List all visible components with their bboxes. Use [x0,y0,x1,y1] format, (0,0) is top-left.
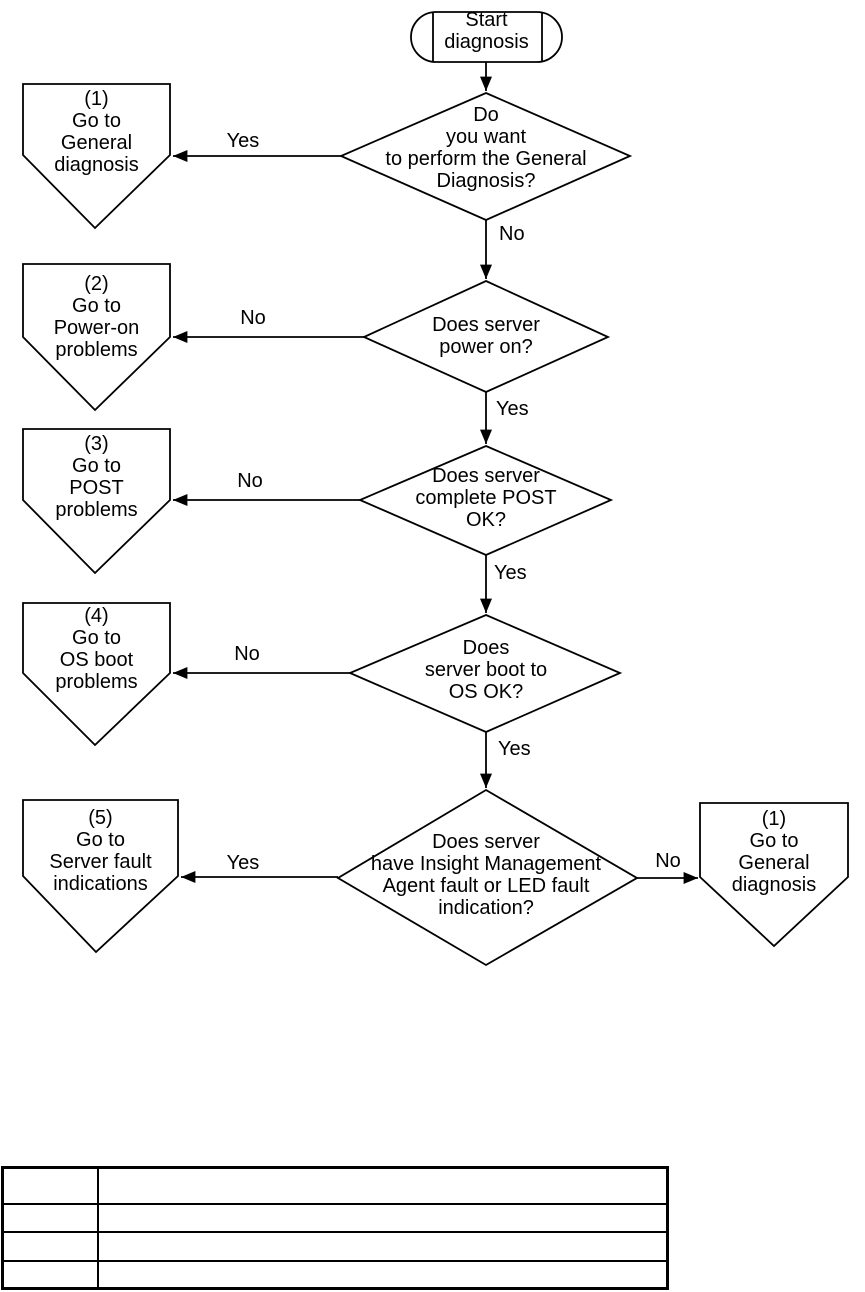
connector-1-shape [22,83,171,230]
connector-4-shape [22,602,171,747]
connector-1-label: (1) Go to General diagnosis [54,88,139,176]
edge-label-d4-yes: Yes [498,738,531,760]
decision-1-shape [338,92,633,221]
decision-5-label: Does server have Insight Management Agen… [370,831,602,919]
start-label: Start diagnosis [444,9,529,53]
legend-table [1,1166,669,1290]
connector-6-label: (1) Go to General diagnosis [731,808,817,896]
edge-label-d5-no: No [655,850,681,872]
edge-label-d1-no: No [499,223,525,245]
table-cell-r1-c0 [1,1203,99,1233]
decision-2-shape [361,280,611,393]
connector-4-label: (4) Go to OS boot problems [55,605,138,693]
decision-2-label: Does server power on? [432,314,540,358]
edge-label-d2-yes: Yes [496,398,529,420]
edge-label-d2-no: No [240,307,266,329]
connector-5-label: (5) Go to Server fault indications [49,807,152,895]
edge-label-d3-no: No [237,470,263,492]
decision-4-label: Does server boot to OS OK? [424,637,548,703]
table-cell-r2-c1 [96,1231,669,1262]
connector-3-label: (3) Go to POST problems [55,433,138,521]
edge-label-d4-no: No [234,643,260,665]
connector-2-label: (2) Go to Power-on problems [53,273,140,361]
decision-3-shape [357,445,614,556]
table-row [1,1231,669,1262]
table-row [1,1260,669,1290]
decision-3-label: Does server complete POST OK? [415,465,557,531]
table-cell-r0-c0 [1,1166,99,1205]
table-cell-r3-c1 [96,1260,669,1290]
connector-2-shape [22,263,171,412]
edge-label-d1-yes: Yes [226,130,260,152]
decision-1-label: Do you want to perform the General Diagn… [385,104,587,192]
table-row [1,1203,669,1233]
edge-label-d3-yes: Yes [494,562,527,584]
table-cell-r2-c0 [1,1231,99,1262]
decision-4-shape [347,614,623,733]
table-cell-r1-c1 [96,1203,669,1233]
start-terminator-shape [410,11,563,63]
connector-6-shape [699,802,849,948]
table-cell-r3-c0 [1,1260,99,1290]
connector-5-shape [22,799,179,954]
connector-3-shape [22,428,171,575]
decision-5-shape [336,788,639,967]
table-cell-r0-c1 [96,1166,669,1205]
table-row [1,1166,669,1205]
edge-label-d5-yes: Yes [226,852,260,874]
